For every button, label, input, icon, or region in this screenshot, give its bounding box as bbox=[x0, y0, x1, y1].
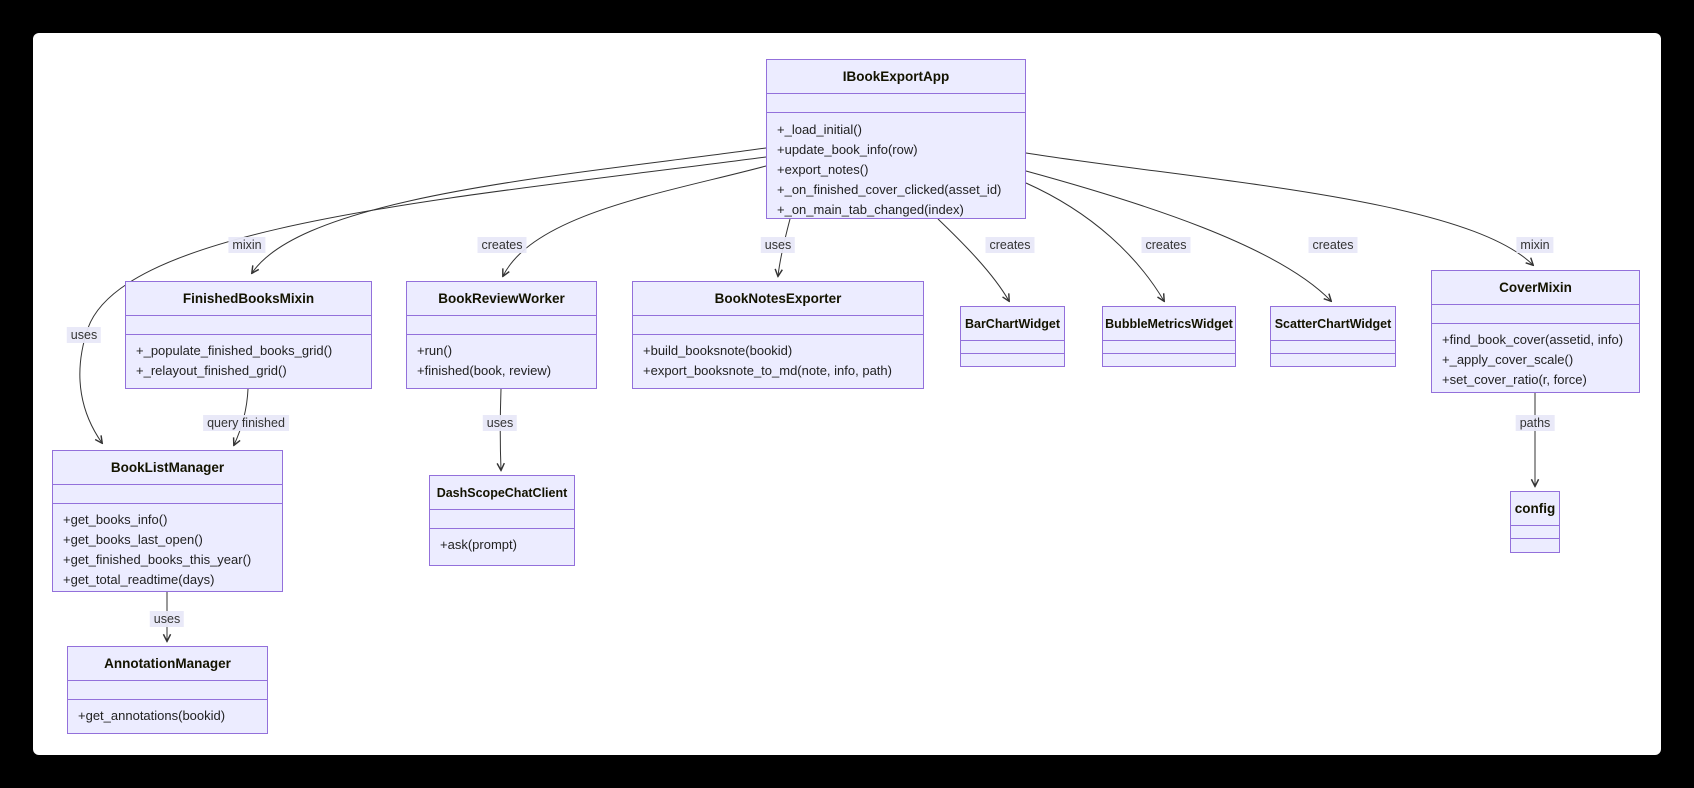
class-attributes-compartment bbox=[53, 485, 282, 504]
class-name: config bbox=[1511, 492, 1559, 526]
class-attributes-compartment bbox=[1271, 341, 1395, 354]
class-methods-compartment: +_load_initial() +update_book_info(row) … bbox=[767, 113, 1025, 220]
class-member: +run() bbox=[417, 343, 453, 358]
class-name: ScatterChartWidget bbox=[1271, 307, 1395, 341]
class-name: BookNotesExporter bbox=[633, 282, 923, 316]
class-member: +find_book_cover(assetid, info) bbox=[1442, 332, 1624, 347]
class-attributes-compartment bbox=[961, 341, 1064, 354]
class-attributes-compartment bbox=[68, 681, 267, 700]
edge-creates-barchartwidget bbox=[937, 218, 1009, 301]
class-methods-compartment: +_populate_finished_books_grid() +_relay… bbox=[126, 335, 371, 381]
class-box-barchartwidget: BarChartWidget bbox=[960, 306, 1065, 367]
class-methods-compartment bbox=[1511, 539, 1559, 553]
class-box-covermixin: CoverMixin +find_book_cover(assetid, inf… bbox=[1431, 270, 1640, 393]
class-box-ibookexportapp: IBookExportApp +_load_initial() +update_… bbox=[766, 59, 1026, 219]
class-methods-compartment bbox=[1103, 354, 1235, 368]
class-name: DashScopeChatClient bbox=[430, 476, 574, 510]
class-methods-compartment: +get_books_info() +get_books_last_open()… bbox=[53, 504, 282, 590]
class-name: BubbleMetricsWidget bbox=[1103, 307, 1235, 341]
class-member: +get_finished_books_this_year() bbox=[63, 552, 252, 567]
class-name: IBookExportApp bbox=[767, 60, 1025, 94]
class-member: +get_annotations(bookid) bbox=[78, 708, 226, 723]
class-attributes-compartment bbox=[1103, 341, 1235, 354]
class-box-config: config bbox=[1510, 491, 1560, 553]
class-name: BookListManager bbox=[53, 451, 282, 485]
class-member: +_relayout_finished_grid() bbox=[136, 363, 287, 378]
edge-creates-bubblemetricswidget bbox=[1025, 182, 1164, 301]
class-member: +build_booksnote(bookid) bbox=[643, 343, 793, 358]
class-box-dashscopechatclient: DashScopeChatClient +ask(prompt) bbox=[429, 475, 575, 566]
edge-label-query-finished: query finished bbox=[203, 415, 289, 431]
class-methods-compartment bbox=[1271, 354, 1395, 368]
class-member: +_populate_finished_books_grid() bbox=[136, 343, 333, 358]
class-box-booklistmanager: BookListManager +get_books_info() +get_b… bbox=[52, 450, 283, 592]
class-member: +export_notes() bbox=[777, 162, 869, 177]
class-name: BarChartWidget bbox=[961, 307, 1064, 341]
class-attributes-compartment bbox=[1511, 526, 1559, 539]
class-member: +finished(book, review) bbox=[417, 363, 552, 378]
class-box-bookreviewworker: BookReviewWorker +run() +finished(book, … bbox=[406, 281, 597, 389]
edge-uses-dashscopechatclient bbox=[500, 388, 501, 470]
class-methods-compartment: +build_booksnote(bookid) +export_booksno… bbox=[633, 335, 923, 381]
edge-label-uses: uses bbox=[149, 611, 185, 627]
class-methods-compartment: +get_annotations(bookid) bbox=[68, 700, 267, 726]
class-methods-compartment: +ask(prompt) bbox=[430, 529, 574, 555]
class-member: +_apply_cover_scale() bbox=[1442, 352, 1574, 367]
class-member: +_on_finished_cover_clicked(asset_id) bbox=[777, 182, 1002, 197]
edge-label-mixin: mixin bbox=[228, 237, 266, 253]
class-member: +_load_initial() bbox=[777, 122, 862, 137]
class-attributes-compartment bbox=[430, 510, 574, 529]
class-box-bubblemetricswidget: BubbleMetricsWidget bbox=[1102, 306, 1236, 367]
edge-creates-scatterchartwidget bbox=[1025, 170, 1331, 301]
class-box-finishedbooksmixin: FinishedBooksMixin +_populate_finished_b… bbox=[125, 281, 372, 389]
class-box-annotationmanager: AnnotationManager +get_annotations(booki… bbox=[67, 646, 268, 734]
class-name: CoverMixin bbox=[1432, 271, 1639, 305]
class-attributes-compartment bbox=[407, 316, 596, 335]
class-methods-compartment bbox=[961, 354, 1064, 368]
class-attributes-compartment bbox=[633, 316, 923, 335]
edge-uses-booklistmanager bbox=[79, 156, 767, 443]
class-attributes-compartment bbox=[767, 94, 1025, 113]
edge-label-creates: creates bbox=[1141, 237, 1191, 253]
class-name: BookReviewWorker bbox=[407, 282, 596, 316]
class-methods-compartment: +run() +finished(book, review) bbox=[407, 335, 596, 381]
edge-label-mixin: mixin bbox=[1516, 237, 1554, 253]
class-attributes-compartment bbox=[1432, 305, 1639, 324]
edge-creates-bookreviewworker bbox=[503, 165, 767, 276]
class-member: +ask(prompt) bbox=[440, 537, 517, 552]
class-member: +get_books_last_open() bbox=[63, 532, 203, 547]
class-box-booknotesexporter: BookNotesExporter +build_booksnote(booki… bbox=[632, 281, 924, 389]
class-member: +_on_main_tab_changed(index) bbox=[777, 202, 964, 217]
edge-mixin-finishedbooksmixin bbox=[252, 147, 767, 273]
edge-label-creates: creates bbox=[477, 237, 527, 253]
class-member: +export_booksnote_to_md(note, info, path… bbox=[643, 363, 892, 378]
uml-class-diagram-canvas: mixin uses creates uses creates creates … bbox=[33, 33, 1661, 755]
class-name: FinishedBooksMixin bbox=[126, 282, 371, 316]
class-member: +get_total_readtime(days) bbox=[63, 572, 215, 587]
class-member: +get_books_info() bbox=[63, 512, 168, 527]
edge-label-uses: uses bbox=[760, 237, 796, 253]
relationship-edges bbox=[79, 147, 1661, 755]
class-name: AnnotationManager bbox=[68, 647, 267, 681]
class-member: +update_book_info(row) bbox=[777, 142, 918, 157]
edge-label-uses: uses bbox=[66, 327, 102, 343]
class-methods-compartment: +find_book_cover(assetid, info) +_apply_… bbox=[1432, 324, 1639, 390]
class-box-scatterchartwidget: ScatterChartWidget bbox=[1270, 306, 1396, 367]
edge-mixin-covermixin bbox=[1025, 152, 1533, 265]
class-member: +set_cover_ratio(r, force) bbox=[1442, 372, 1587, 387]
edge-label-uses: uses bbox=[482, 415, 518, 431]
class-attributes-compartment bbox=[126, 316, 371, 335]
edge-label-creates: creates bbox=[985, 237, 1035, 253]
edge-label-paths: paths bbox=[1515, 415, 1555, 431]
edge-label-creates: creates bbox=[1308, 237, 1358, 253]
